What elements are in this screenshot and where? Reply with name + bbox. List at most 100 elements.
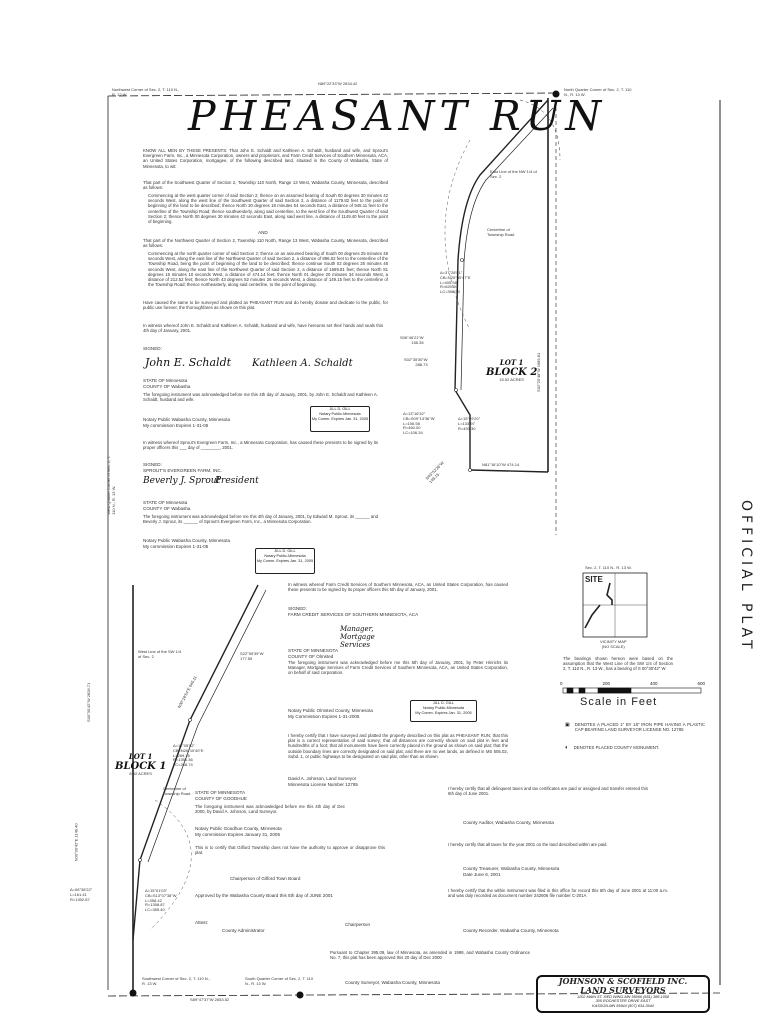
site-label: SITE [585,575,603,584]
state-county-1: STATE OF Minnesota COUNTY OF Wabasha [143,378,191,389]
kathleen-signature: Kathleen A. Schaldt [252,358,353,369]
notary-seal-1: JILL D. GILL Notary Public-Minnesota My … [310,406,370,432]
legend-iron-pipe: ▣ DENOTES A PLACED 1" BY 18" IRON PIPE H… [565,722,705,732]
curve-1-data: Δ=37°28'51" CB=N25°30'47"E L=405.58 R=62… [440,270,471,295]
scale-label: Scale in Feet [580,696,658,708]
notary-seal-2: JILL D. GILL Notary Public-Minnesota My … [255,548,315,574]
northwest-corner-label: Northwest Corner of Sec. 2, T. 110 N., R… [112,87,180,97]
firm-address: 1202 MAIN ST.-RED WING-MN 55066 (651) 38… [576,995,670,1008]
beverly-signature: Beverly J. Sprout [143,476,221,486]
lot2-south-line [469,469,549,473]
legend-iron-text: DENOTES A PLACED 1" BY 18" IRON PIPE HAV… [574,722,705,733]
curve-5-data: Δ=15°01'03" CB=S13°07'38"W L=358.42 R=13… [145,888,177,913]
iron-pipe-icon [188,718,192,722]
signed-label: SIGNED: [143,346,162,351]
north-quarter-corner-label: North Quarter Corner of Sec. 2, T. 110 N… [564,87,632,97]
town-board-chair: Chairperson of Gilford Town Board [230,876,301,881]
road-row-north [460,107,554,391]
recorder-certificate: I hereby certify that the within instrum… [448,888,668,899]
block-label: BLOCK 2 [486,367,538,378]
notary-1: Notary Public Wabasha County, Minnesota … [143,417,231,428]
bearing-s06: S06°46'21"W 155.35 [400,335,424,345]
dedication-witness: In witness whereof John E. Schaldt and K… [143,323,383,334]
surveyor-name: David A. Johnson, Land Surveyor Minnesot… [288,776,358,787]
lot1-block2: LOT 1 BLOCK 2 15.52 ACRES [486,358,537,383]
lot-label: LOT 1 [128,752,153,761]
surveyor-certificate: I hereby certify that I have surveyed an… [288,733,508,759]
north-line-bearing: N89°22'33"W 2634.42 [318,81,358,86]
parcel2-title: That part of the Northwest Quarter of Se… [143,238,388,249]
treasurer-signature-line: County Treasurer, Wabasha County, Minnes… [463,866,560,877]
john-signature: John E. Schaldt [145,356,232,369]
fcs-witness: In witness whereof Farm Credit Services … [288,582,508,593]
block-label: BLOCK 1 [115,761,167,772]
acres-label: 8.92 ACRES [129,771,152,776]
township-certificate: This is to certify that Gilford Township… [195,845,385,856]
county-surveyor-line: County Surveyor, Wabasha County, Minneso… [345,980,440,985]
scale-tick: 200 [602,681,610,686]
scale-tick: 400 [649,681,658,686]
scale-bar [562,687,702,694]
centerline-label: Centerline of Township Road [487,227,515,237]
scale-ticks: 0 200 400 600 [560,681,705,686]
sprouts-signed: SIGNED: SPROUT'S EVERGREEN FARM, INC. [143,462,222,473]
official-plat-stamp: OFFICIAL PLAT [724,500,764,653]
dedication-intro: KNOW ALL MEN BY THESE PRESENTS: That Joh… [143,148,388,169]
auditor-certificate: I hereby certify that all delinquent tax… [448,786,648,797]
state-county-2: STATE OF Minnesota COUNTY OF Wabasha [143,500,191,511]
north-section-line [107,92,557,97]
surveyor-firm-logo: JOHNSON & SCOFIELD INC. LAND SURVEYORS 1… [536,975,710,1013]
dedication-caused: Have caused the same to be surveyed and … [143,300,388,311]
acknowledgment-2: The foregoing instrument was acknowledge… [143,514,378,525]
attest-label: Attest: [195,920,209,925]
west-quarter-corner-label: West Quarter Corner of Sec. 2, T. 110 N.… [106,455,116,515]
county-board-chair: Chairperson [345,922,371,927]
bearing-west-line-b: S00°30'42"W 2828.71 [86,682,92,722]
parcel1-description: Commencing at the west quarter corner of… [148,193,388,225]
west-line-note: West Line of the SW 1/4 of Sec. 2 [138,649,182,659]
county-board-approval: Approved by the Wabasha County Board thi… [195,893,333,898]
monument-icon: ◐ [565,745,569,751]
iron-pipe-icon: ▣ [565,722,570,728]
vicinity-label: VICINITY MAP (NO SCALE) [600,639,627,649]
acres-label: 15.52 ACRES [499,377,524,382]
monument-icon [296,991,304,999]
bearing-s02: S02°35'30"W 288.73 [404,357,428,367]
south-line-bearing: S89°47'37"W 2653.52 [190,997,230,1002]
and-label: AND [258,230,268,235]
county-administrator: County Administrator [222,928,265,933]
monument-icon [129,989,137,997]
frame-bottom [107,992,721,997]
scale-tick: 600 [697,681,705,686]
notary-seal-3: JILL D. GILL Notary Public-Minnesota My … [410,700,477,722]
notary-3: Notary Public Olmsted County, Minnesota … [288,708,373,719]
southwest-corner-label: Southwest Corner of Sec. 2, T. 110 N., R… [142,976,210,986]
acknowledgment-1: The foregoing instrument was acknowledge… [143,392,378,403]
pursuant-statement: Pursuant to Chapter 395.09, law of Minne… [330,950,530,961]
curve-6-data: Δ=06°38'22" L=161.41 R=1392.87 [70,887,93,902]
curve-3-data: Δ=15°29'20" L=133.97 R=493.30 [458,416,481,431]
vicinity-header: Sec. 2, T. 110 N., R. 13 W. [585,565,632,570]
east-line-note: East Line of the NW 1/4 of Sec. 2 [490,169,537,179]
recorder-signature-line: County Recorder, Wabasha County, Minneso… [463,928,559,933]
lot1-block1: LOT 1 BLOCK 1 8.92 ACRES [115,752,166,777]
acknowledgment-3: The foregoing instrument was acknowledge… [288,660,508,676]
state-county-4: STATE OF MINNESOTA COUNTY OF GOODHUE [195,790,247,801]
notary-4: Notary Public Goodhue County, Minnesota … [195,826,282,837]
fcs-signed: SIGNED: FARM CREDIT SERVICES OF SOUTHERN… [288,606,419,617]
official-plat-text: OFFICIAL PLAT [738,500,754,653]
curve-2-data: Δ=13°16'32" CB=S09°13'36"W L=106.58 R=46… [403,411,435,436]
south-quarter-corner-label: South Quarter Corner of Sec. 2, T. 110 N… [245,976,314,986]
firm-name: JOHNSON & SCOFIELD INC. [558,976,688,986]
iron-pipe-icon [454,388,458,392]
vicinity-map [582,572,648,638]
firm-sub: LAND SURVEYORS [580,985,666,995]
state-county-3: STATE OF MINNESOTA COUNTY OF Olmsted [288,648,339,659]
quarter-arc [519,99,561,161]
notary-2: Notary Public Wabasha County, Minnesota … [143,538,231,549]
road-centerline-north [454,99,549,470]
bearing-n81: N81°16'10"W 474.14 [482,462,520,467]
lot-label: LOT 1 [499,358,524,367]
iron-pipe-icon [138,858,142,862]
bearing-west-line: N00°30'42"E 1149.40 [73,823,79,862]
